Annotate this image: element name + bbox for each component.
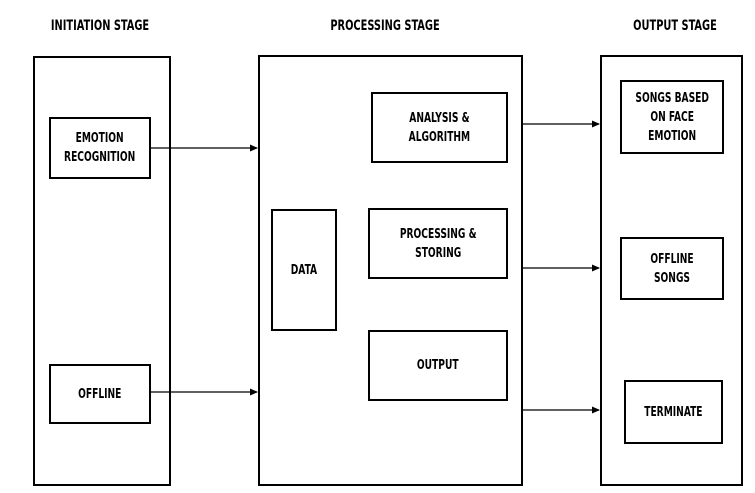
output-stage-title: OUTPUT STAGE xyxy=(633,18,717,34)
processing-storing-label: PROCESSING & STORING xyxy=(399,226,477,261)
songs-face-emotion-node: SONGS BASED ON FACE EMOTION xyxy=(620,80,724,154)
songs-face-emotion-label: SONGS BASED ON FACE EMOTION xyxy=(635,90,709,144)
terminate-node: TERMINATE xyxy=(624,380,723,444)
offline-node: OFFLINE xyxy=(49,364,151,424)
output-process-node: OUTPUT xyxy=(368,330,508,401)
initiation-stage-title: INITIATION STAGE xyxy=(50,18,150,34)
emotion-recognition-node: EMOTION RECOGNITION xyxy=(49,117,151,179)
offline-songs-node: OFFLINE SONGS xyxy=(620,237,724,300)
analysis-algorithm-label: ANALYSIS & ALGORITHM xyxy=(408,110,471,145)
analysis-algorithm-node: ANALYSIS & ALGORITHM xyxy=(371,92,508,163)
terminate-label: TERMINATE xyxy=(644,404,703,420)
offline-songs-label: OFFLINE SONGS xyxy=(650,251,694,286)
emotion-recognition-label: EMOTION RECOGNITION xyxy=(64,131,136,165)
offline-label: OFFLINE xyxy=(78,386,122,402)
data-node: DATA xyxy=(271,209,337,331)
processing-stage-title: PROCESSING STAGE xyxy=(330,18,440,34)
processing-storing-node: PROCESSING & STORING xyxy=(368,208,508,279)
data-label: DATA xyxy=(290,262,318,278)
output-process-label: OUTPUT xyxy=(417,358,459,373)
